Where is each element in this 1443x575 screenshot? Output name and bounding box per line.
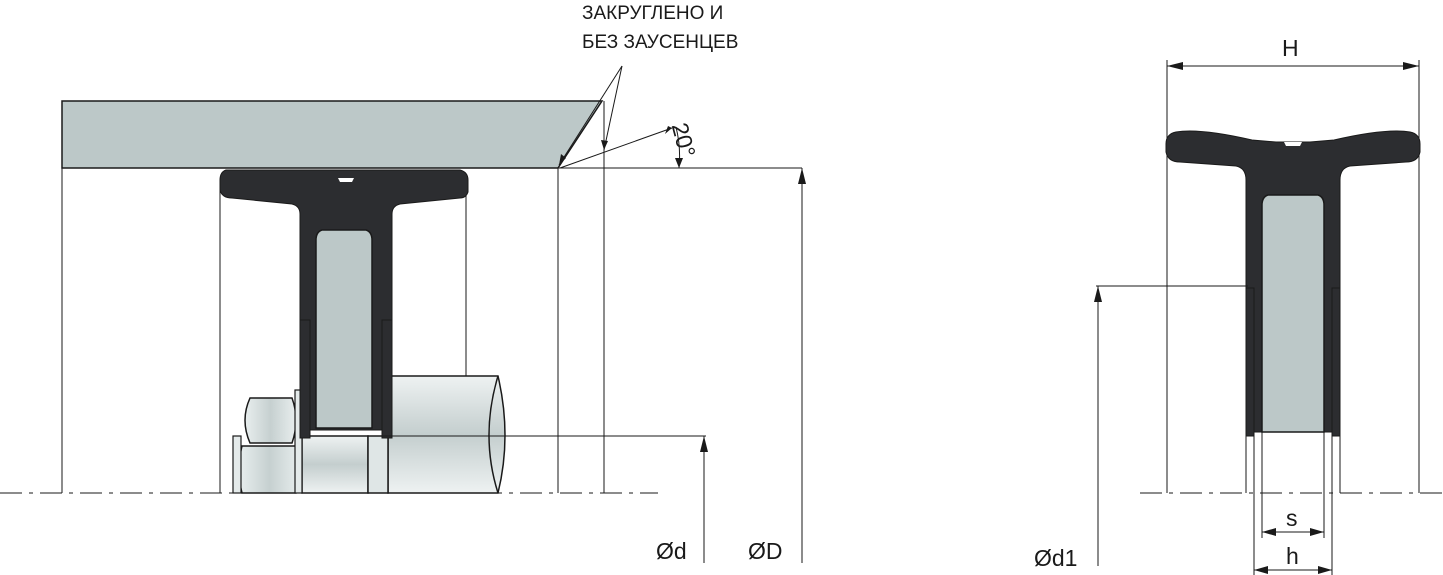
note-leader-arrow-2 [601, 140, 608, 150]
h-arrow-right [1318, 566, 1332, 574]
rod-diameter-label: Ød [656, 538, 687, 564]
seal-section-notch [1284, 142, 1302, 146]
width-label: H [1282, 35, 1299, 61]
note-leader-arrow-1 [559, 154, 566, 165]
seal-section-foot-left [1245, 287, 1255, 437]
d1-arrow [1094, 286, 1102, 302]
s-arrow-right [1310, 528, 1324, 536]
rod-diameter-arrow [700, 436, 708, 452]
note-leader-2 [603, 65, 623, 151]
rod-end-curve [488, 375, 499, 494]
d1-label: Ød1 [1034, 545, 1077, 571]
housing-body [61, 100, 604, 169]
seal-foot-right [381, 319, 393, 439]
note-leader-1 [558, 65, 623, 166]
installation-view: 20° Ød ØD [0, 3, 806, 564]
backup-ring-upper [244, 397, 297, 444]
retaining-strip-left [232, 435, 242, 494]
seal-section-foot-right [1331, 287, 1341, 437]
bore-diameter-label: ØD [748, 538, 783, 564]
angle-label: 20° [667, 120, 701, 160]
seal-profile-view: H s h Ød1 [1034, 35, 1443, 575]
width-arrow-right [1403, 62, 1419, 70]
chamfer-angle-line [559, 127, 673, 169]
h-label: h [1286, 543, 1299, 569]
s-label: s [1286, 505, 1298, 531]
s-arrow-left [1262, 528, 1276, 536]
seal-section-insert [1261, 194, 1325, 433]
width-arrow-left [1167, 62, 1183, 70]
note-line-2: БЕЗ ЗАУСЕНЦЕВ [582, 32, 738, 53]
seal-insert [315, 229, 373, 429]
angle-arrow-top [665, 126, 672, 134]
angle-arrow-bottom [675, 158, 683, 168]
rod-cylinder [387, 375, 506, 494]
groove-block-right [367, 435, 389, 494]
h-arrow-left [1254, 566, 1268, 574]
seal-notch [338, 178, 354, 182]
backup-ring-lower [238, 445, 301, 494]
note-line-1: ЗАКРУГЛЕНО И [582, 3, 723, 24]
seal-foot-left [299, 319, 311, 439]
groove-block [301, 435, 369, 494]
bore-diameter-arrow [798, 168, 806, 184]
